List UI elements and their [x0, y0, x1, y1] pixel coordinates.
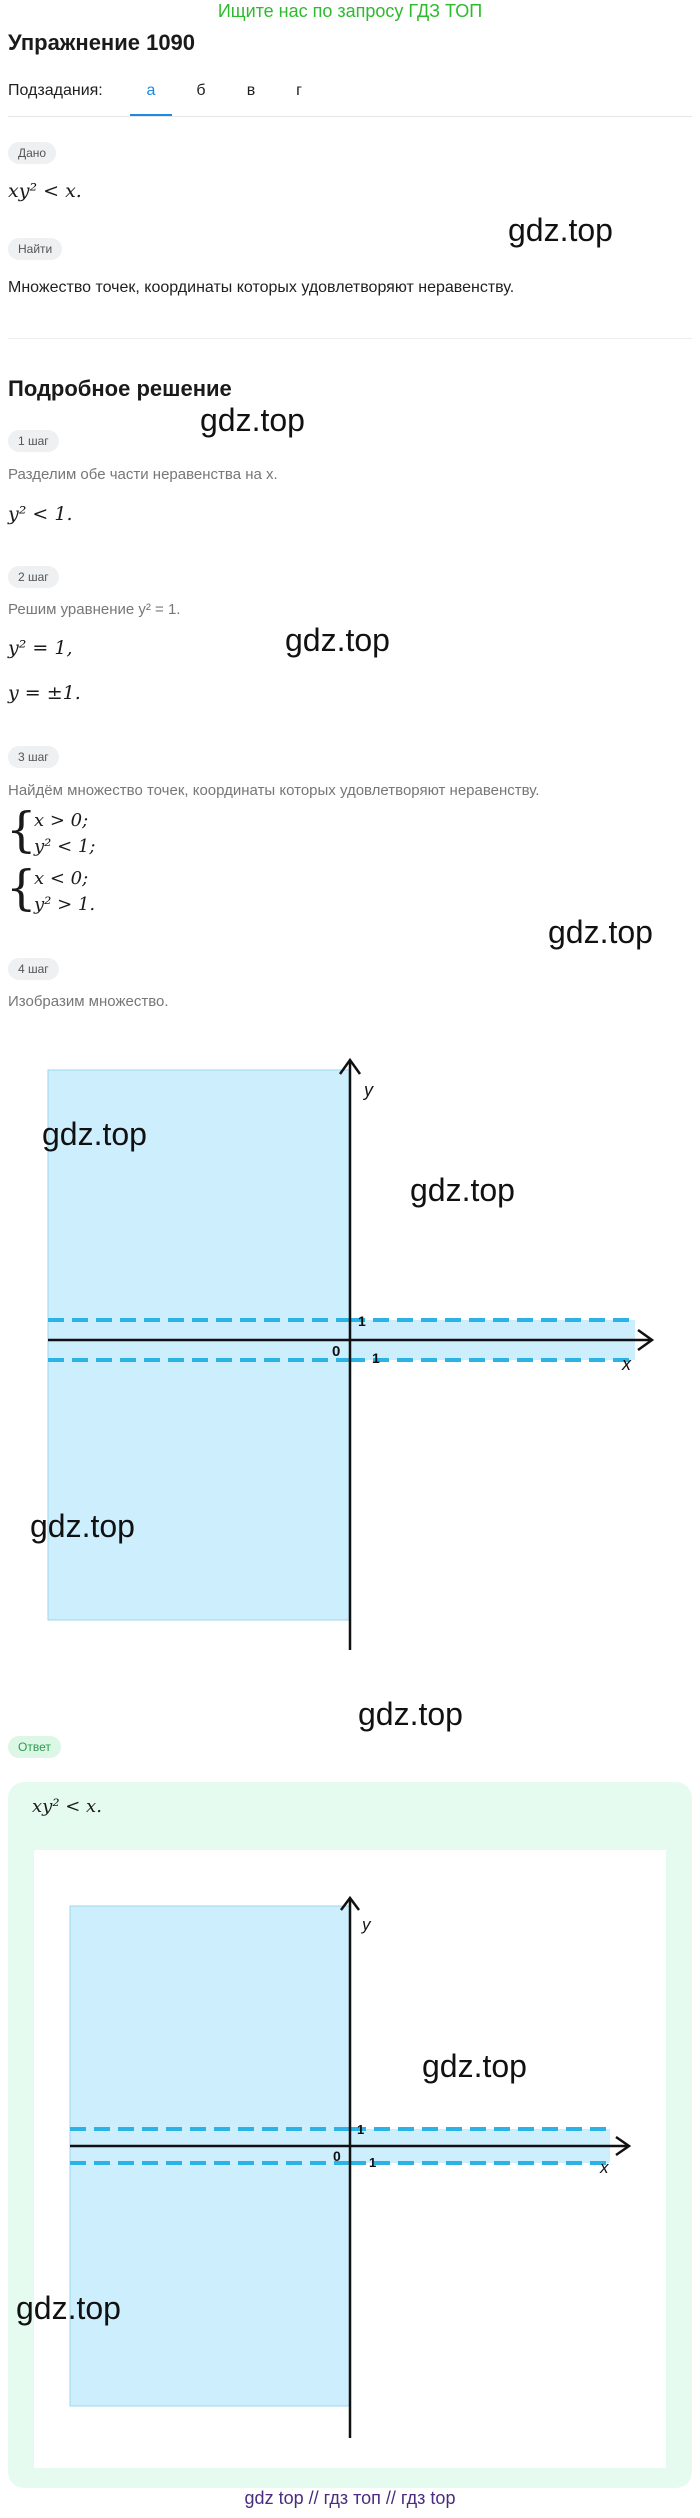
given-expression: xy² < x. [8, 180, 82, 202]
region-left-fill [47, 1069, 350, 1621]
step-3-text: Найдём множество точек, координаты котор… [8, 782, 540, 799]
answer-tick-y-label: 1 [357, 2122, 364, 2137]
system-1-line-1: x > 0; [34, 810, 89, 831]
answer-tick-x-label: 1 [369, 2155, 376, 2170]
search-banner: Ищите нас по запросу ГДЗ ТОП [217, 1, 483, 21]
step-4-text: Изобразим множество. [8, 993, 169, 1010]
tab-b[interactable]: б [196, 82, 206, 99]
step-2-math-1: y² = 1, [8, 637, 73, 659]
active-tab-indicator [130, 114, 172, 116]
watermark: gdz.top [42, 1116, 147, 1152]
watermark: gdz.top [508, 212, 613, 248]
answer-x-axis-arrow [615, 2135, 632, 2157]
answer-region-left-fill [69, 1905, 351, 2407]
step-1-text: Разделим обе части неравенства на x. [8, 466, 278, 483]
system-1-line-2: y² < 1; [34, 836, 96, 857]
step-1-badge: 1 шаг [8, 430, 59, 452]
find-badge: Найти [8, 238, 63, 260]
tab-g[interactable]: г [296, 82, 302, 99]
tick-x-label: 1 [372, 1350, 380, 1366]
system-1-brace: { [6, 802, 37, 858]
step-2-badge: 2 шаг [8, 566, 59, 588]
step-3-badge: 3 шаг [8, 746, 59, 768]
system-2-line-1: x < 0; [34, 868, 89, 889]
find-text: Множество точек, координаты которых удов… [8, 279, 515, 296]
answer-graph: y x 0 1 1 [69, 1895, 632, 2438]
tab-v[interactable]: в [246, 82, 256, 99]
watermark: gdz.top [422, 2048, 527, 2084]
tabs-divider [8, 116, 692, 117]
solution-graph: y x 0 1 1 [47, 1057, 655, 1650]
system-2-line-2: y² > 1. [34, 894, 96, 915]
watermark: gdz.top [358, 1696, 463, 1732]
y-axis-label: y [362, 1080, 374, 1100]
watermark: gdz.top [285, 622, 390, 658]
step-4-badge: 4 шаг [8, 958, 59, 980]
watermark: gdz.top [30, 1508, 135, 1544]
x-axis-label: x [621, 1354, 632, 1374]
step-2-text: Решим уравнение y² = 1. [8, 601, 181, 618]
step-2-math-2: y = ±1. [8, 682, 81, 704]
solution-heading: Подробное решение [8, 376, 232, 401]
system-2-brace: { [6, 860, 37, 916]
tick-y-label: 1 [358, 1313, 366, 1329]
watermark: gdz.top [548, 914, 653, 950]
answer-expression: xy² < x. [32, 1796, 102, 1817]
answer-origin-label: 0 [333, 2148, 341, 2164]
answer-y-axis-label: y [361, 1915, 372, 1934]
y-axis-arrow [338, 1057, 362, 1075]
page-title: Упражнение 1090 [8, 30, 196, 55]
section-divider [8, 338, 692, 339]
watermark: gdz.top [410, 1172, 515, 1208]
x-axis-arrow [637, 1328, 655, 1352]
given-badge: Дано [8, 142, 57, 164]
subtasks-label: Подзадания: [8, 82, 103, 99]
answer-y-axis-arrow [340, 1895, 360, 1911]
footer-links: gdz top // гдз топ // гдз top [244, 2488, 456, 2508]
answer-x-axis-label: x [599, 2158, 609, 2177]
step-1-math: y² < 1. [8, 503, 73, 525]
answer-badge: Ответ [8, 1736, 61, 1758]
watermark: gdz.top [200, 402, 305, 438]
origin-label: 0 [332, 1343, 340, 1360]
watermark: gdz.top [16, 2290, 121, 2326]
tab-a[interactable]: а [146, 82, 156, 99]
